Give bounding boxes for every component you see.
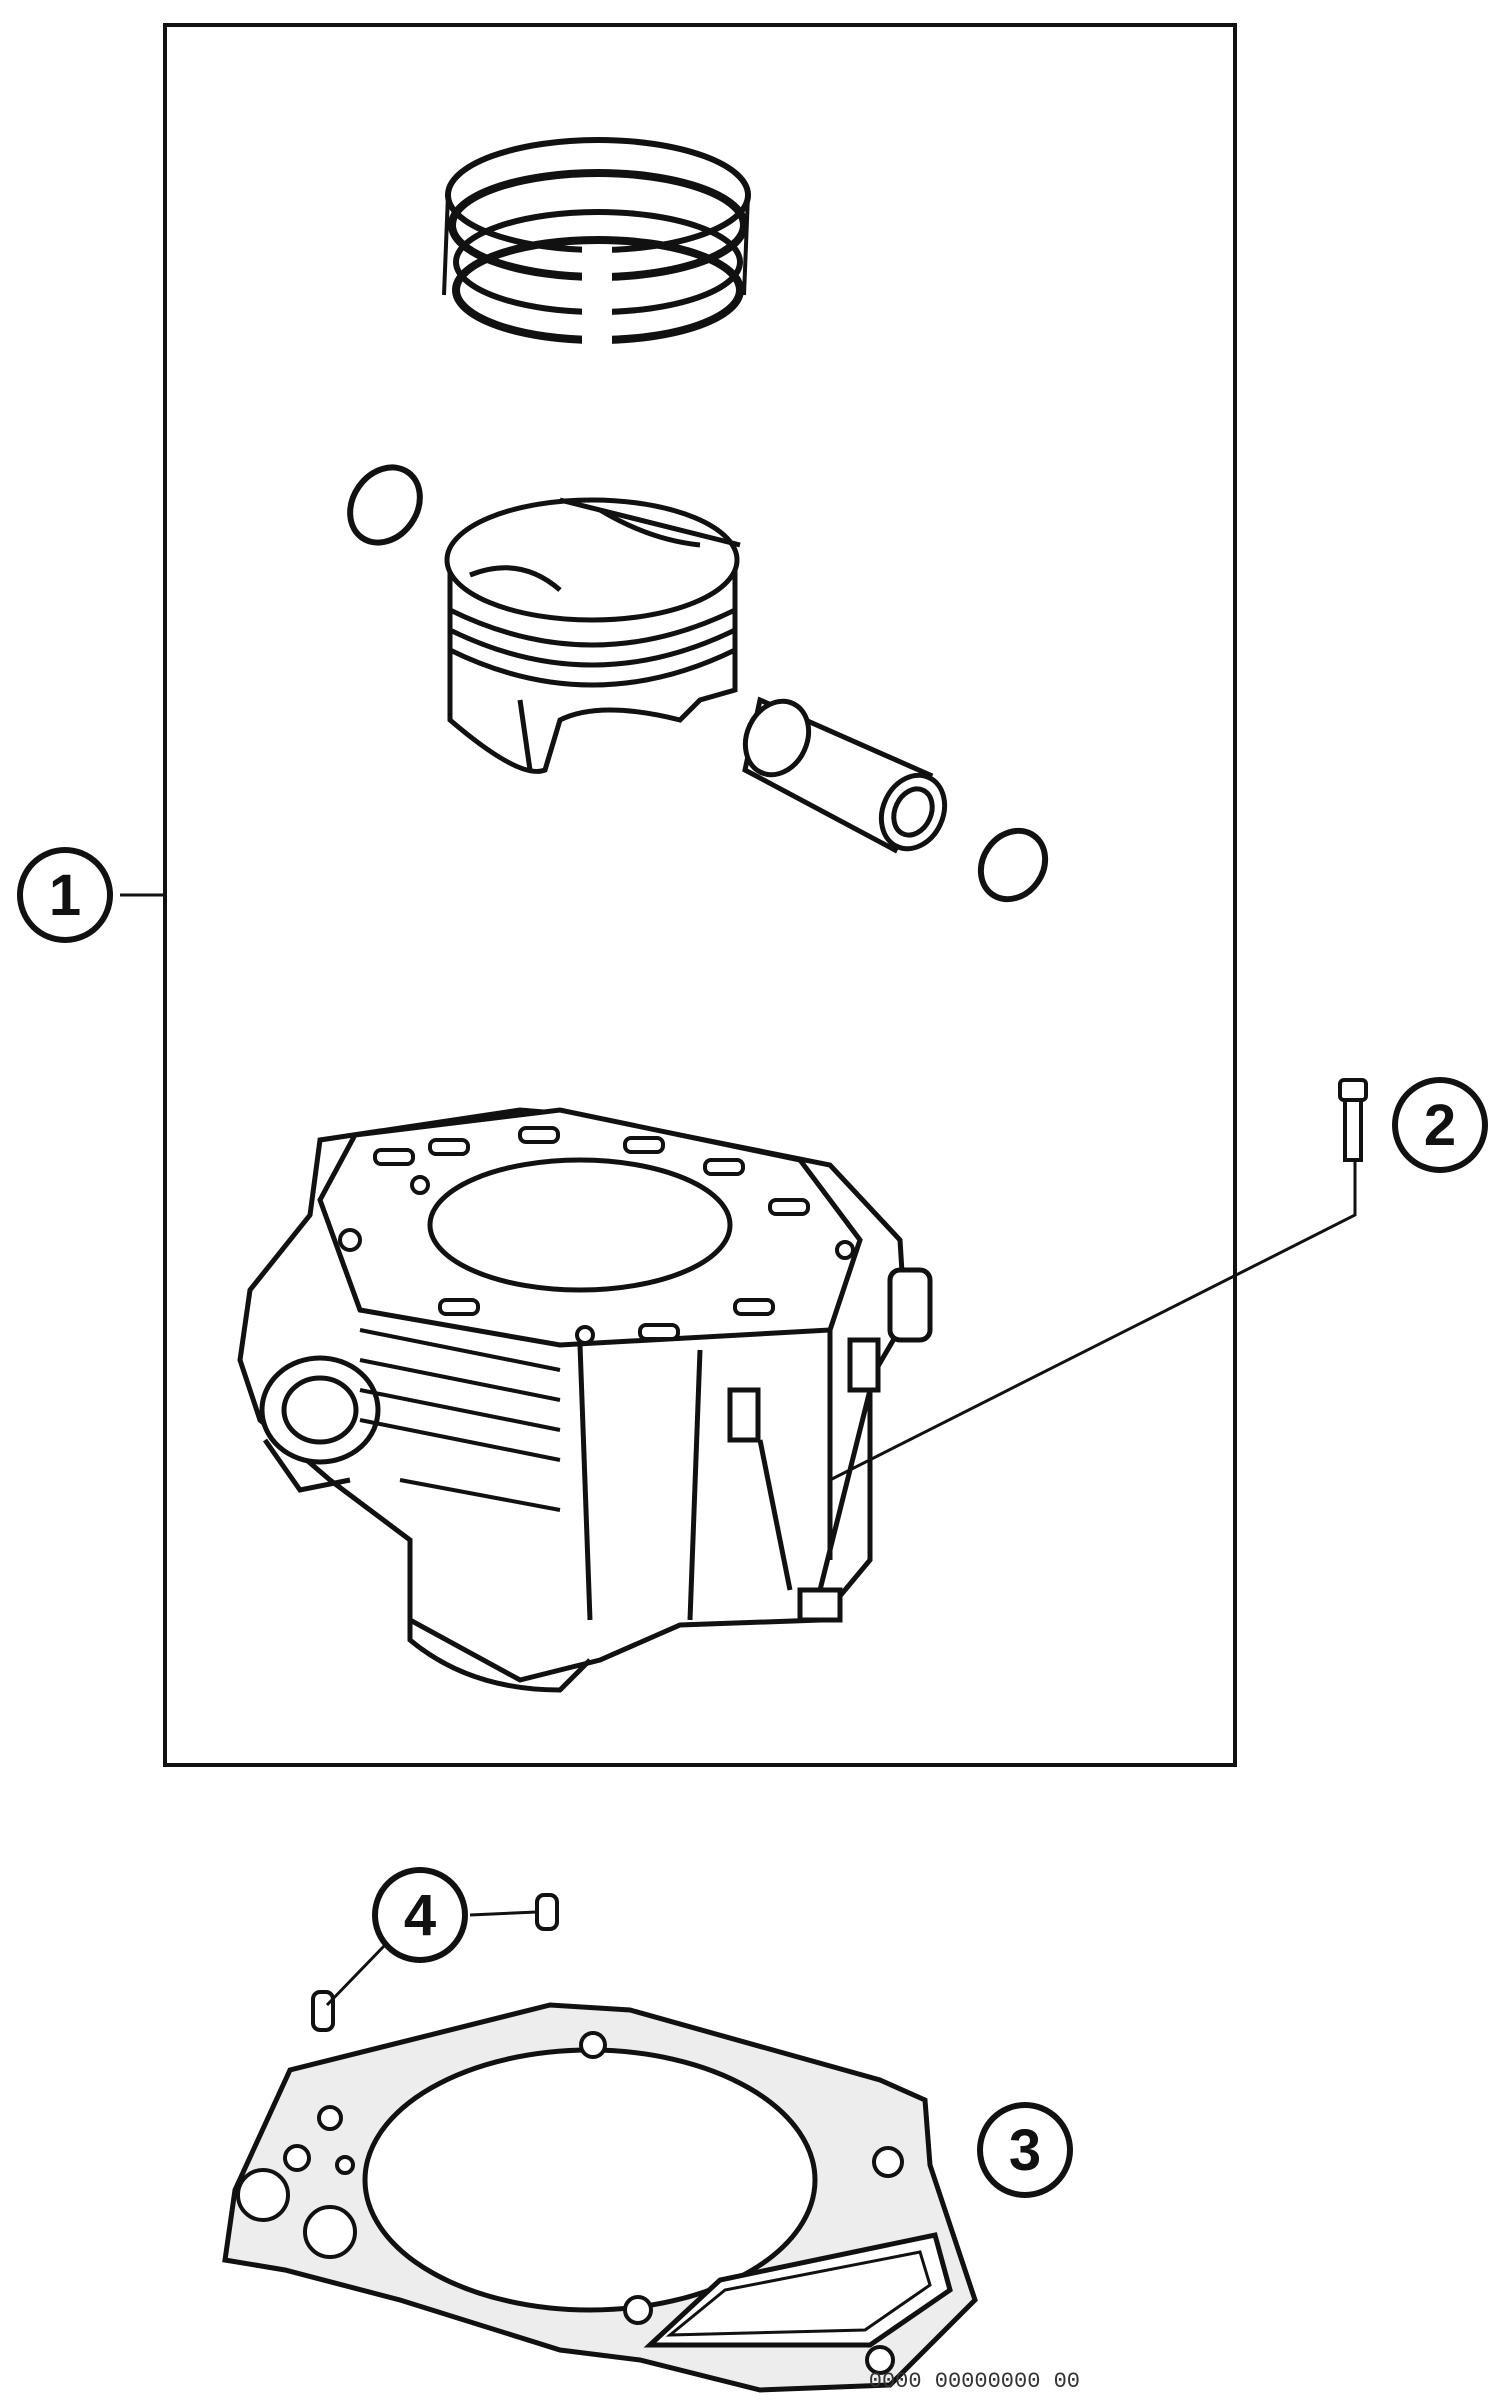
callout-3-label: 3 [1009,2118,1041,2183]
circlip-right [977,827,1049,903]
piston-rings [442,137,751,355]
callout-3: 3 [977,2102,1073,2198]
callout-4-label: 4 [404,1883,436,1948]
dowel-pin-upper [535,1893,559,1931]
circlip-left [347,464,423,546]
leader-line-2 [829,1162,1357,1482]
callout-2: 2 [1392,1077,1488,1173]
drawing-code: 0000 00000000 00 [869,2369,1080,2394]
dowel-pin-lower [311,1990,335,2032]
leader-line-4-upper [469,1910,538,1917]
callout-1: 1 [17,847,113,943]
leader-lines [120,893,1357,2007]
cylinder-bolt [1338,1078,1368,1162]
callout-2-label: 2 [1424,1093,1456,1158]
piston [444,497,741,774]
leader-line-4-lower [325,1943,387,2007]
piston-pin [742,696,948,854]
cylinder [237,1107,933,1693]
base-gasket [222,2002,978,2393]
callout-1-label: 1 [49,863,81,928]
callout-4: 4 [372,1867,468,1963]
